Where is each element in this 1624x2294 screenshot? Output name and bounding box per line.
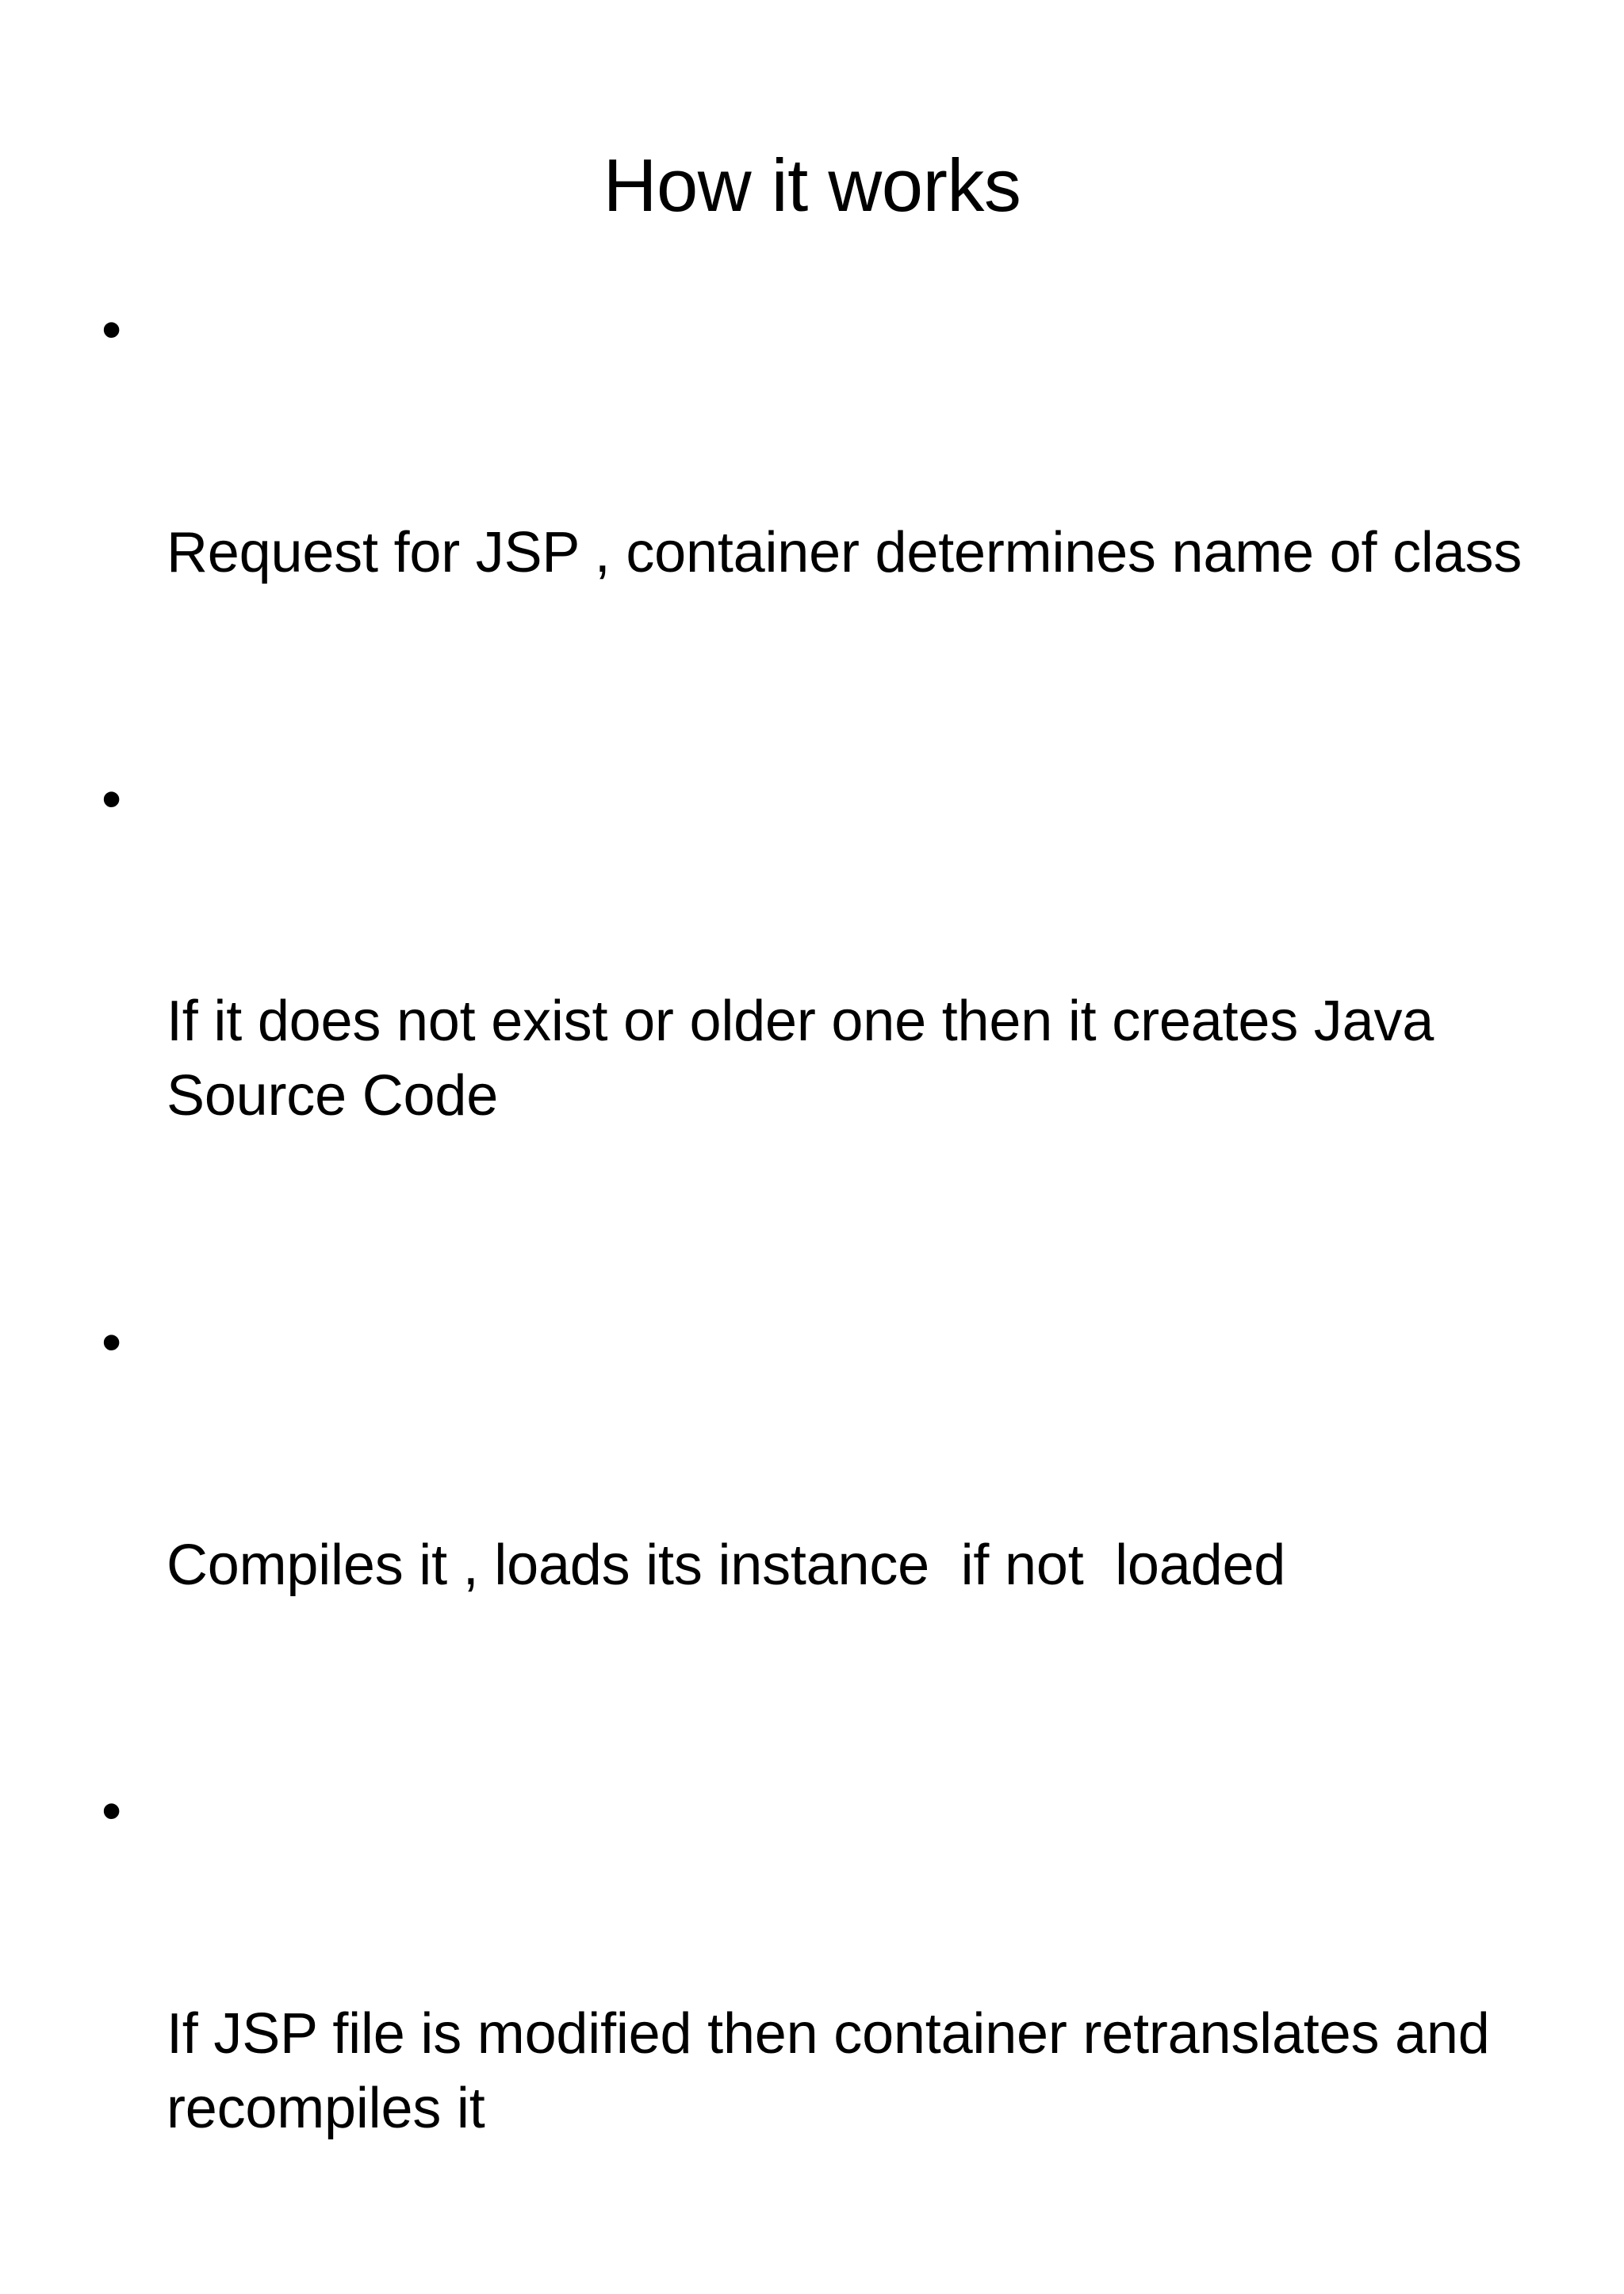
- bullet-point-icon: •: [102, 1310, 122, 1374]
- list-item: • Request for JSP , container determines…: [94, 293, 1545, 739]
- list-item: • If it does not exist or older one then…: [94, 763, 1545, 1282]
- page-title: How it works: [603, 143, 1021, 227]
- list-item-text: If JSP file is modified then container r…: [167, 2002, 1506, 2140]
- list-item-text: Compiles it , loads its instance if not …: [167, 1533, 1286, 1597]
- list-item-text: Request for JSP , container determines n…: [167, 520, 1522, 584]
- list-item: • If JSP file is modified then container…: [94, 1775, 1545, 2294]
- bullet-point-icon: •: [102, 767, 122, 831]
- bullet-point-icon: •: [102, 298, 122, 362]
- list-item: • Compiles it , loads its instance if no…: [94, 1306, 1545, 1752]
- slide-body: • Request for JSP , container determines…: [94, 293, 1545, 2294]
- bullet-point-icon: •: [102, 1779, 122, 1844]
- slide-canvas: How it works • Request for JSP , contain…: [102, 143, 1522, 2140]
- bullet-list: • Request for JSP , container determines…: [94, 293, 1545, 2294]
- list-item-text: If it does not exist or older one then i…: [167, 990, 1450, 1128]
